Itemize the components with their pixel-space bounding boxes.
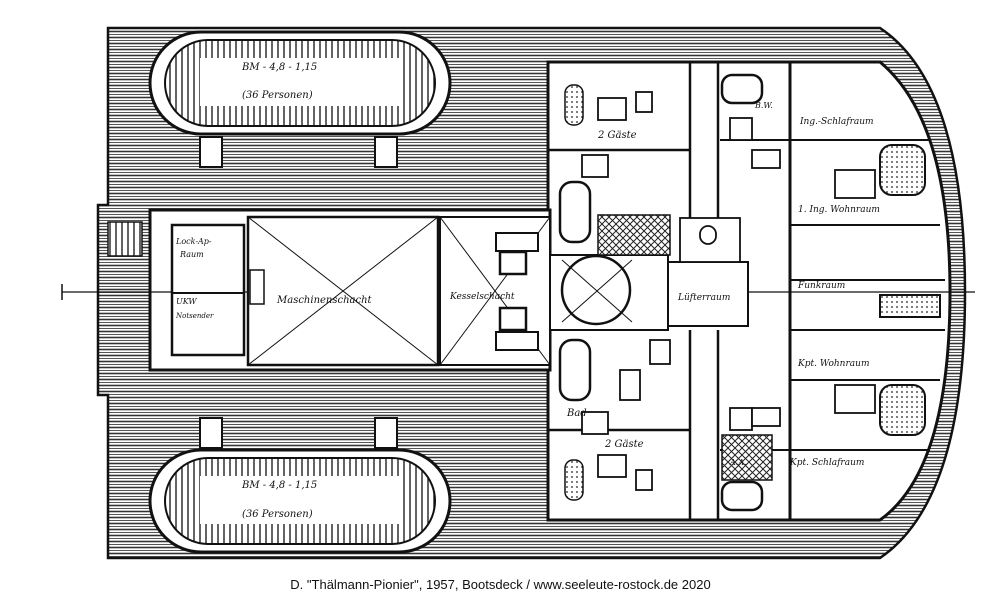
label-gaeste-bottom: 2 Gäste: [604, 439, 644, 450]
bathtub-bottom: [558, 338, 592, 402]
forward-cabins: [788, 60, 952, 522]
tiled-floor-2: [721, 434, 773, 481]
label-notsender: Notsender: [175, 312, 214, 320]
label-ing-schlafraum: Ing.-Schlafraum: [799, 117, 874, 127]
tiled-floor-1: [597, 214, 671, 256]
label-kpt-wohnraum: Kpt. Wohnraum: [797, 359, 869, 369]
davit-top-left: [199, 136, 223, 168]
lifeboat-top: [148, 30, 452, 136]
label-lock-room-2: Raum: [179, 250, 204, 259]
label-kpt-schlafraum: Kpt. Schlafraum: [789, 458, 864, 468]
furniture: [581, 91, 876, 491]
boat-top-capacity: (36 Personen): [242, 90, 313, 101]
ventilator-bottom: [495, 306, 539, 351]
label-funkraum: Funkraum: [797, 281, 845, 291]
davit-top-right: [374, 136, 398, 168]
label-ukw: UKW: [176, 297, 197, 306]
label-aa: A.A.: [729, 458, 747, 467]
davit-bottom-left: [199, 417, 223, 449]
boat-bottom-type: BM - 4,8 - 1,15: [241, 480, 317, 491]
label-maschinenschacht: Maschinenschacht: [276, 295, 373, 306]
bathtub-top: [558, 180, 592, 244]
labels: BM - 4,8 - 1,15 (36 Personen) BM - 4,8 -…: [175, 62, 880, 520]
bathtub-forward-bottom: [720, 480, 764, 512]
label-bw: B.W.: [754, 101, 773, 110]
sofa-bottom: [879, 384, 926, 436]
lock-room: [170, 223, 246, 357]
bathtub-forward-top: [720, 73, 764, 105]
ventilator-top: [495, 232, 539, 276]
label-bad: Bad: [566, 408, 587, 419]
label-ing-wohnraum: 1. Ing. Wohnraum: [798, 205, 880, 215]
caption: D. "Thälmann-Pionier", 1957, Bootsdeck /…: [290, 577, 711, 592]
label-luefterraum: Lüfterraum: [677, 293, 730, 303]
sofa-mid: [879, 294, 941, 318]
boat-top-type: BM - 4,8 - 1,15: [241, 62, 317, 73]
label-kesselschacht: Kesselschacht: [449, 292, 515, 302]
label-gaeste-top: 2 Gäste: [597, 130, 637, 141]
label-lock-room-1: Lock-Ap-: [175, 237, 212, 246]
sofa-top: [879, 144, 926, 196]
boat-bottom-capacity: (36 Personen): [242, 509, 313, 520]
lifeboat-bottom: [148, 448, 452, 554]
davit-bottom-right: [374, 417, 398, 449]
